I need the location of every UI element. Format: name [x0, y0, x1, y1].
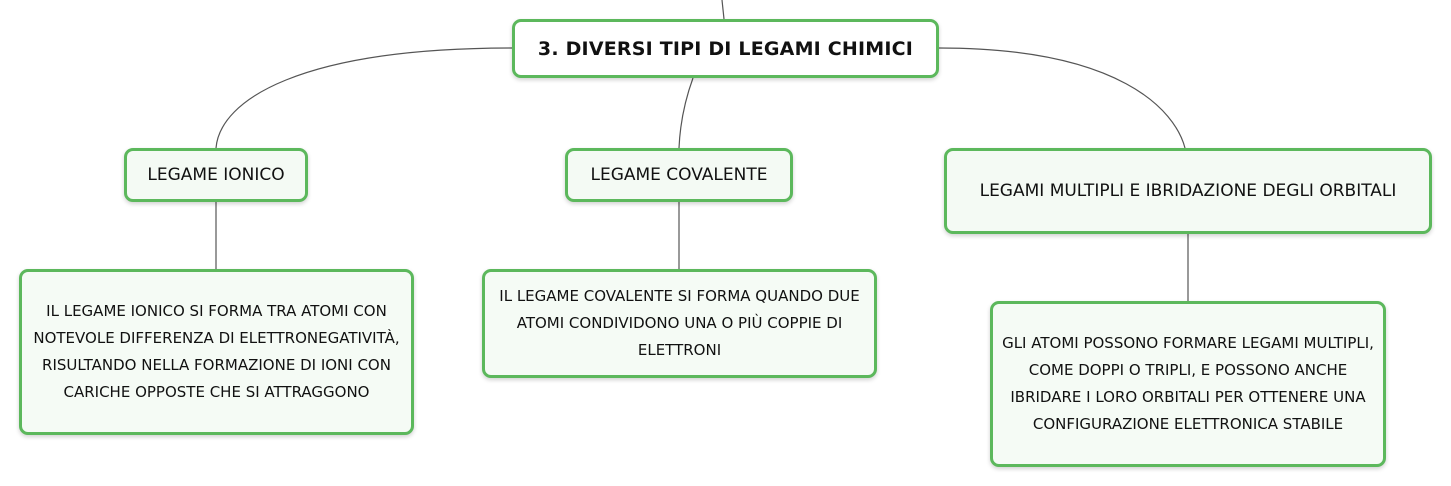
- connector-root-to-covalent: [678, 77, 694, 149]
- root-node[interactable]: 3. DIVERSI TIPI DI LEGAMI CHIMICI: [512, 19, 939, 78]
- detail-legame-covalente[interactable]: IL LEGAME COVALENTE SI FORMA QUANDO DUE …: [482, 269, 877, 378]
- node-legami-multipli-label: LEGAMI MULTIPLI E IBRIDAZIONE DEGLI ORBI…: [979, 181, 1397, 201]
- node-legame-covalente[interactable]: LEGAME COVALENTE: [565, 148, 793, 202]
- connector-root-to-multi: [938, 47, 1186, 149]
- detail-legame-ionico[interactable]: IL LEGAME IONICO SI FORMA TRA ATOMI CON …: [19, 269, 414, 435]
- detail-legami-multipli-text: GLI ATOMI POSSONO FORMARE LEGAMI MULTIPL…: [1002, 334, 1374, 433]
- root-node-label: 3. DIVERSI TIPI DI LEGAMI CHIMICI: [537, 37, 914, 60]
- node-legame-covalente-label: LEGAME COVALENTE: [590, 165, 768, 185]
- node-legame-ionico-label: LEGAME IONICO: [147, 165, 285, 185]
- node-legami-multipli[interactable]: LEGAMI MULTIPLI E IBRIDAZIONE DEGLI ORBI…: [944, 148, 1432, 234]
- detail-legame-covalente-text: IL LEGAME COVALENTE SI FORMA QUANDO DUE …: [499, 287, 860, 359]
- connector-root-to-ionic: [215, 47, 513, 149]
- connector-parent-to-root: [721, 0, 725, 20]
- node-legame-ionico[interactable]: LEGAME IONICO: [124, 148, 308, 202]
- detail-legame-ionico-text: IL LEGAME IONICO SI FORMA TRA ATOMI CON …: [33, 302, 400, 401]
- detail-legami-multipli[interactable]: GLI ATOMI POSSONO FORMARE LEGAMI MULTIPL…: [990, 301, 1386, 467]
